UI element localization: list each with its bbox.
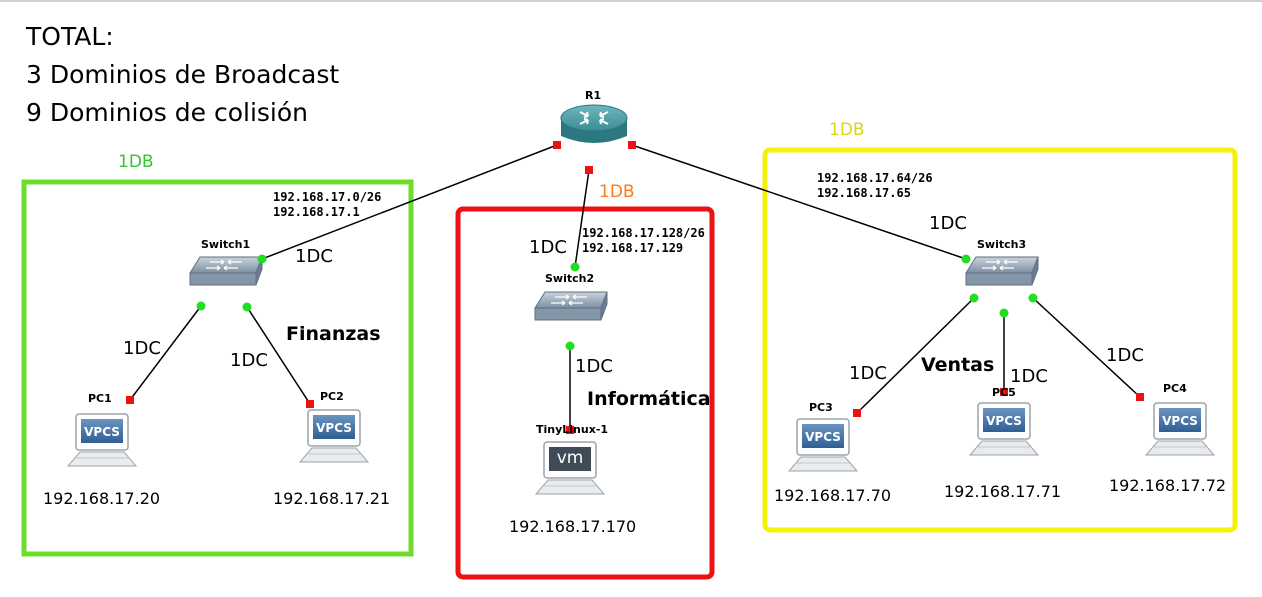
link-switch1-pc2 bbox=[246, 306, 311, 405]
finanzas-zone-label: Finanzas bbox=[286, 323, 381, 345]
port-indicators-red bbox=[126, 141, 1144, 434]
link-switch3-pc4 bbox=[1032, 297, 1141, 398]
informatica-network: 192.168.17.128/26 bbox=[582, 226, 705, 240]
port-pc3 bbox=[853, 409, 861, 417]
switch3-name: Switch3 bbox=[977, 238, 1027, 251]
port-pc4 bbox=[1136, 393, 1144, 401]
informatica-domain-box bbox=[455, 206, 715, 580]
ventas-zone-label: Ventas bbox=[921, 354, 995, 376]
summary-broadcast: 3 Dominios de Broadcast bbox=[26, 60, 340, 89]
pc3-ip: 192.168.17.70 bbox=[774, 486, 892, 505]
tinylinux-ip: 192.168.17.170 bbox=[509, 517, 637, 536]
finanzas-gateway: 192.168.17.1 bbox=[273, 205, 360, 219]
pc4-name: PC4 bbox=[1163, 382, 1187, 395]
pc4-ip: 192.168.17.72 bbox=[1109, 476, 1227, 495]
port-switch2-vm bbox=[565, 341, 575, 351]
tinylinux-type: vm bbox=[556, 448, 584, 468]
summary-title: TOTAL: bbox=[26, 22, 114, 51]
finanzas-network: 192.168.17.0/26 bbox=[273, 190, 382, 204]
pc5-type: VPCS bbox=[986, 414, 1022, 428]
port-pc5 bbox=[1000, 388, 1008, 396]
port-switch2-uplink bbox=[570, 262, 580, 272]
link-r1-switch1 bbox=[261, 144, 558, 260]
port-indicators-green bbox=[196, 254, 1038, 351]
finanzas-db-label: 1DB bbox=[118, 152, 154, 172]
switch1-name: Switch1 bbox=[201, 238, 251, 251]
pc1-icon[interactable] bbox=[67, 413, 137, 467]
links bbox=[129, 144, 1141, 430]
switch2-uplink-dc: 1DC bbox=[529, 237, 567, 258]
ventas-gateway: 192.168.17.65 bbox=[817, 186, 911, 200]
port-r1-left bbox=[553, 141, 561, 149]
port-pc1 bbox=[126, 396, 134, 404]
pc5-name: PC5 bbox=[992, 386, 1016, 399]
pc3-type: VPCS bbox=[805, 430, 841, 444]
port-r1-bottom bbox=[585, 166, 593, 174]
link-r1-switch2 bbox=[574, 169, 590, 268]
ventas-network: 192.168.17.64/26 bbox=[817, 171, 933, 185]
pc2-dc: 1DC bbox=[230, 350, 268, 371]
pc3-name: PC3 bbox=[809, 401, 833, 414]
pc2-name: PC2 bbox=[320, 390, 344, 403]
tinylinux-dc: 1DC bbox=[575, 356, 613, 377]
pc1-type: VPCS bbox=[84, 425, 120, 439]
link-r1-switch3 bbox=[631, 144, 967, 260]
pc5-dc: 1DC bbox=[1010, 366, 1048, 387]
pc4-dc: 1DC bbox=[1106, 345, 1144, 366]
pc4-icon[interactable] bbox=[1145, 402, 1215, 456]
finanzas-domain-box bbox=[21, 179, 414, 557]
pc2-icon[interactable] bbox=[299, 409, 369, 463]
router-icon[interactable] bbox=[560, 104, 628, 143]
tinylinux-name: TinyLinux-1 bbox=[536, 423, 609, 436]
pc5-icon[interactable] bbox=[969, 402, 1039, 456]
switch3-icon[interactable] bbox=[965, 256, 1039, 286]
pc4-type: VPCS bbox=[1162, 414, 1198, 428]
switch3-uplink-dc: 1DC bbox=[929, 213, 967, 234]
port-pc2 bbox=[306, 400, 314, 408]
router-name: R1 bbox=[585, 89, 602, 102]
port-switch3-uplink bbox=[961, 254, 971, 264]
port-r1-right bbox=[628, 141, 636, 149]
switch1-icon[interactable] bbox=[189, 256, 263, 286]
port-switch1-uplink bbox=[257, 254, 267, 264]
port-switch3-pc4 bbox=[1028, 293, 1038, 303]
summary-collision: 9 Dominios de colisión bbox=[26, 98, 308, 127]
switch2-icon[interactable] bbox=[534, 291, 608, 321]
informatica-db-label: 1DB bbox=[599, 182, 635, 202]
port-tinylinux bbox=[566, 426, 574, 434]
pc1-name: PC1 bbox=[88, 392, 112, 405]
switch1-uplink-dc: 1DC bbox=[295, 246, 333, 267]
pc3-icon[interactable] bbox=[788, 418, 858, 472]
informatica-gateway: 192.168.17.129 bbox=[582, 241, 684, 255]
informatica-zone-label: Informática bbox=[587, 388, 711, 410]
pc5-ip: 192.168.17.71 bbox=[944, 482, 1062, 501]
pc2-type: VPCS bbox=[316, 421, 352, 435]
pc3-dc: 1DC bbox=[849, 363, 887, 384]
tinylinux-vm-icon[interactable] bbox=[534, 441, 606, 495]
pc1-dc: 1DC bbox=[123, 338, 161, 359]
ventas-db-label: 1DB bbox=[829, 120, 865, 140]
ventas-domain-box bbox=[762, 147, 1238, 533]
port-switch3-pc5 bbox=[999, 308, 1009, 318]
pc1-ip: 192.168.17.20 bbox=[43, 489, 161, 508]
port-switch3-pc3 bbox=[969, 293, 979, 303]
link-switch1-pc1 bbox=[129, 305, 202, 401]
link-switch3-pc3 bbox=[856, 297, 975, 414]
switch2-name: Switch2 bbox=[545, 272, 595, 285]
pc2-ip: 192.168.17.21 bbox=[273, 489, 391, 508]
port-switch1-pc2 bbox=[242, 302, 252, 312]
port-switch1-pc1 bbox=[196, 301, 206, 311]
